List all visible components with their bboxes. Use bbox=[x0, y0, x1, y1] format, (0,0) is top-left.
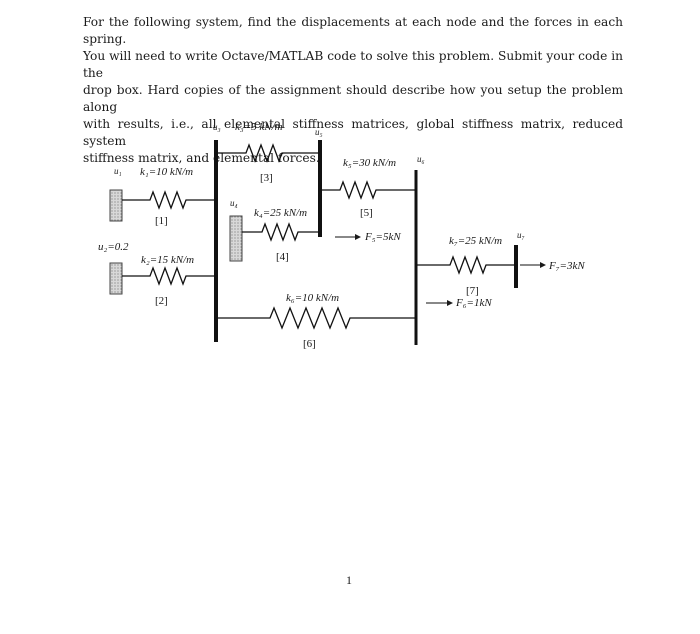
problem-line: with results, i.e., all elemental stiffn… bbox=[83, 117, 623, 148]
spring-2 bbox=[122, 266, 216, 286]
ground-block-left-top bbox=[109, 189, 123, 222]
node-label-u6: u₆ bbox=[417, 154, 425, 164]
element-tag-5: [5] bbox=[360, 207, 373, 219]
spring-label-k5: k₅=30 kN/m bbox=[343, 157, 396, 169]
element-tag-4: [4] bbox=[276, 251, 289, 263]
spring-7 bbox=[416, 255, 516, 275]
spring-label-k7: k₇=25 kN/m bbox=[449, 235, 502, 247]
spring-3 bbox=[216, 143, 320, 163]
page-number: 1 bbox=[346, 573, 352, 587]
spring-label-k3: k₃=5 kN/m bbox=[235, 121, 283, 133]
node-label-u2: u₂=0.2 bbox=[98, 241, 129, 253]
problem-line: drop box. Hard copies of the assignment … bbox=[83, 83, 623, 114]
problem-line: stiffness matrix, and elemental forces. bbox=[83, 151, 320, 165]
spring-label-k6: k₆=10 kN/m bbox=[286, 292, 339, 304]
spring-label-k2: k₂=15 kN/m bbox=[141, 254, 194, 266]
problem-line: For the following system, find the displ… bbox=[83, 15, 623, 46]
problem-statement: For the following system, find the displ… bbox=[83, 14, 623, 167]
node-label-u1: u₁ bbox=[114, 166, 122, 176]
spring-4 bbox=[242, 222, 320, 242]
force-label-f6: F₆=1kN bbox=[455, 297, 492, 309]
element-tag-7: [7] bbox=[466, 285, 479, 297]
spring-label-k4: k₄=25 kN/m bbox=[254, 207, 307, 219]
ground-block-left-bottom bbox=[109, 262, 123, 295]
node-label-u7: u₇ bbox=[517, 230, 525, 240]
force-label-f7: F₇=3kN bbox=[548, 260, 585, 272]
problem-line: You will need to write Octave/MATLAB cod… bbox=[83, 49, 623, 80]
node-label-u3: u₃ bbox=[213, 122, 221, 132]
node-label-u4: u₄ bbox=[230, 198, 238, 208]
element-tag-3: [3] bbox=[260, 172, 273, 184]
force-label-f5: F₅=5kN bbox=[364, 231, 401, 243]
spring-6 bbox=[216, 306, 416, 330]
node-label-u5: u₅ bbox=[315, 127, 323, 137]
spring-1 bbox=[122, 190, 216, 210]
ground-block-middle bbox=[229, 215, 243, 262]
element-tag-1: [1] bbox=[155, 215, 168, 227]
spring-5 bbox=[320, 180, 416, 200]
spring-label-k1: k₁=10 kN/m bbox=[140, 166, 193, 178]
element-tag-2: [2] bbox=[155, 295, 168, 307]
element-tag-6: [6] bbox=[303, 338, 316, 350]
